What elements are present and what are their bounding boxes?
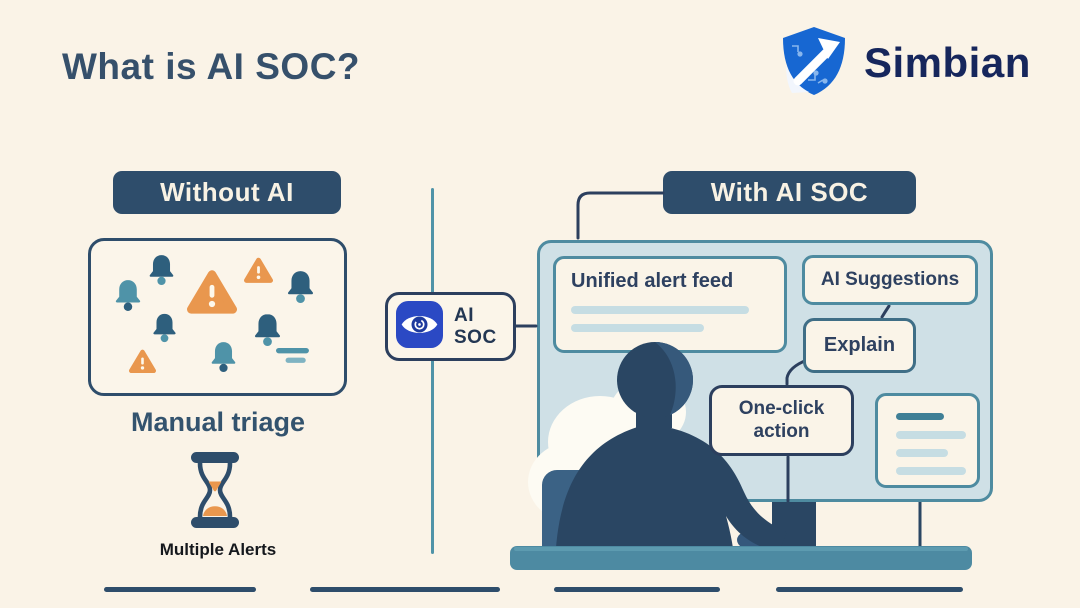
multiple-alerts-label: Multiple Alerts: [159, 540, 277, 559]
brand-logo: Simbian: [778, 26, 1058, 100]
without-ai-header: Without AI: [113, 171, 341, 214]
skeleton-line: [571, 306, 749, 314]
manual-triage-label: Manual triage: [130, 407, 306, 437]
skeleton-line: [896, 449, 948, 457]
ai-suggestions-card: AI Suggestions: [802, 255, 978, 305]
skeleton-line: [896, 431, 966, 439]
skeleton-line: [896, 467, 966, 475]
brand-name: Simbian: [864, 39, 1031, 86]
shadow-bar: [104, 587, 256, 592]
page-title: What is AI SOC?: [62, 46, 361, 87]
monitor-stand: [772, 502, 816, 548]
skeleton-line: [896, 413, 944, 420]
ai-soc-label: AI SOC: [454, 304, 497, 348]
vertical-divider: [431, 188, 434, 554]
detail-panel-card: [875, 393, 980, 488]
skeleton-line: [571, 324, 704, 332]
shadow-bar: [554, 587, 720, 592]
eye-icon: [396, 300, 443, 353]
ai-soc-node: AI SOC: [385, 292, 516, 361]
unified-alert-feed-label: Unified alert feed: [571, 270, 734, 292]
shadow-bar: [776, 587, 963, 592]
one-click-action-card: One-click action: [709, 385, 854, 456]
hourglass-icon: [184, 450, 246, 530]
computer-mouse: [737, 529, 775, 551]
desk: [510, 546, 972, 570]
with-ai-soc-header: With AI SOC: [663, 171, 916, 214]
unified-alert-feed-card: Unified alert feed: [553, 256, 787, 353]
shadow-bar: [310, 587, 500, 592]
shield-arrow-icon: [778, 24, 850, 103]
alert-cluster-box: [88, 238, 347, 396]
explain-card: Explain: [803, 318, 916, 373]
